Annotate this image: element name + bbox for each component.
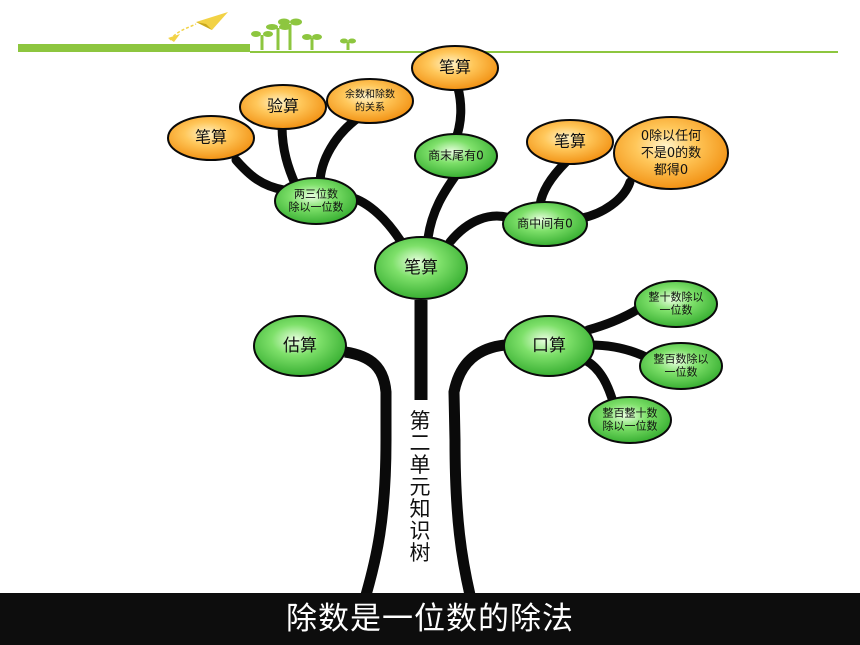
- node-liangsanweishu: 两三位数除以一位数: [274, 177, 358, 225]
- node-zhengshi: 整十数除以一位数: [634, 280, 718, 328]
- node-bisuan-top: 笔算: [411, 45, 499, 91]
- node-yushu-guanxi: 余数和除数的关系: [326, 78, 414, 124]
- node-bisuan-left: 笔算: [167, 115, 255, 161]
- tree-trunk: [344, 300, 506, 597]
- node-kousuan: 口算: [503, 315, 595, 377]
- svg-text:商末尾有0: 商末尾有0: [428, 148, 484, 163]
- svg-text:两三位数除以一位数: 两三位数除以一位数: [289, 187, 344, 214]
- node-shangmoweiyou0: 商末尾有0: [414, 133, 498, 179]
- node-bisuan-right: 笔算: [526, 119, 614, 165]
- node-zhengbaizhengshi: 整百整十数除以一位数: [588, 396, 672, 444]
- node-shangzhongjianyou0: 商中间有0: [502, 201, 588, 247]
- branch-shangzhong-to-bisuan-right: [535, 157, 571, 210]
- svg-text:笔算: 笔算: [554, 132, 586, 151]
- svg-text:笔算: 笔算: [404, 258, 438, 278]
- node-bisuan-main: 笔算: [374, 236, 468, 300]
- trunk-right-outline: [448, 339, 506, 597]
- branch-liangsan-to-yushu: [315, 113, 363, 189]
- banner-title: 除数是一位数的除法: [286, 601, 574, 637]
- node-yansuan: 验算: [239, 84, 327, 130]
- header-line: [18, 44, 250, 52]
- svg-text:0除以任何不是0的数都得0: 0除以任何不是0的数都得0: [641, 128, 701, 178]
- svg-text:整百整十数除以一位数: 整百整十数除以一位数: [603, 406, 658, 433]
- branch-liangsan-to-bisuan-left: [231, 155, 289, 195]
- svg-text:整十数除以一位数: 整十数除以一位数: [649, 290, 704, 317]
- sprout-icon: [251, 18, 356, 50]
- branch-main-to-shangmo: [423, 170, 461, 243]
- svg-text:笔算: 笔算: [195, 128, 227, 147]
- svg-text:余数和除数的关系: 余数和除数的关系: [345, 88, 395, 114]
- branch-main-to-shangzhong: [445, 211, 515, 247]
- branch-liangsan-to-yansuan: [277, 120, 301, 191]
- svg-text:笔算: 笔算: [439, 58, 471, 77]
- branch-kousuan-to-zhengbaizhengshi: [580, 355, 619, 410]
- trunk-left-outline: [344, 346, 392, 597]
- branch-kousuan-to-zhengbai: [585, 340, 653, 363]
- branch-shangmo-to-bisuan-top: [451, 83, 466, 143]
- node-gusuan: 估算: [253, 315, 347, 377]
- node-zero-rule: 0除以任何不是0的数都得0: [613, 116, 729, 190]
- trunk-title: 第二单元知识树: [409, 409, 431, 565]
- svg-text:口算: 口算: [532, 336, 566, 356]
- svg-text:整百数除以一位数: 整百数除以一位数: [654, 352, 709, 379]
- header-thin-line: [250, 51, 838, 53]
- bottom-banner: 除数是一位数的除法: [0, 593, 860, 645]
- paper-plane-icon: [168, 12, 228, 42]
- svg-text:商中间有0: 商中间有0: [517, 216, 573, 231]
- branch-shangzhong-to-zero-rule: [577, 177, 635, 223]
- branch-kousuan-to-zhengshi: [583, 303, 645, 335]
- node-zhengbai: 整百数除以一位数: [639, 342, 723, 390]
- svg-text:验算: 验算: [267, 97, 299, 116]
- header-decoration: [18, 12, 838, 53]
- svg-text:估算: 估算: [283, 336, 317, 356]
